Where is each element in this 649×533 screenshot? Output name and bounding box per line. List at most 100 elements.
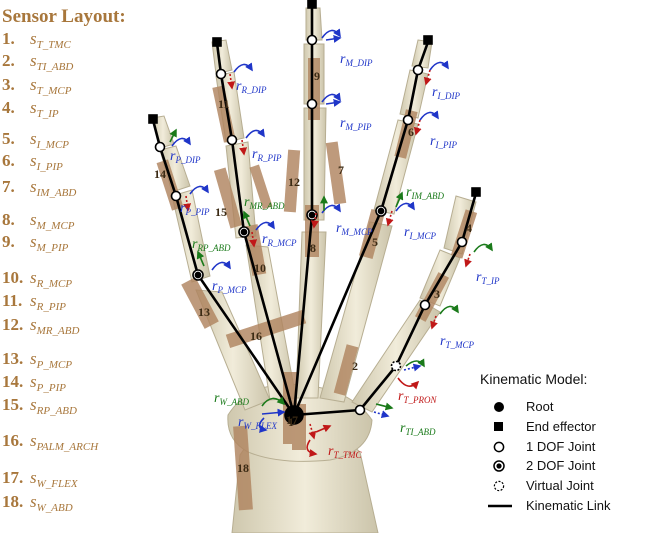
sensor-number-2: 2 [352,359,358,373]
sensor-layout-item: 6. sI_PIP [2,151,63,173]
sensor-layout-number: 16. [2,431,23,450]
legend-2dof-symbol [494,461,504,471]
sensor-layout-number: 8. [2,210,15,229]
sensor-layout-symbol: sTI_ABD [30,51,73,73]
sensor-layout-item: 14.sP_PIP [2,372,66,394]
axis-glyph-i-pip [416,112,438,134]
legend-1dof-symbol [494,442,503,451]
sensor-layout-symbol: sI_MCP [30,129,69,151]
sensor-layout-number: 13. [2,349,23,368]
joint-p-mcp [193,270,203,280]
sensor-layout-symbol: sR_PIP [30,291,66,313]
legend-root-symbol [494,402,504,412]
sensor-layout-symbol: sI_PIP [30,151,63,173]
legend-item-label: Virtual Joint [526,478,594,493]
sensor-layout-number: 18. [2,492,23,511]
joint-label-m-dip: rM_DIP [340,52,373,68]
middle-proximal [304,108,326,220]
joint-m-dip [308,36,317,45]
end-effector-thumb [472,188,480,196]
end-effector-middle [308,0,316,8]
sensor-layout-item: 1. sT_TMC [2,29,72,51]
sensor-number-11: 11 [218,97,229,111]
sensor-layout-number: 6. [2,151,15,170]
sensor-layout-number: 11. [2,291,22,310]
sensor-layout-number: 9. [2,232,15,251]
sensor-layout-item: 13.sP_MCP [2,349,72,371]
sensor-number-16: 16 [250,329,262,343]
sensor-layout-number: 14. [2,372,23,391]
sensor-number-12: 12 [288,175,300,189]
joint-p-pip [172,192,181,201]
joint-label-m-pip: rM_PIP [340,116,372,132]
sensor-layout-symbol: sPALM_ARCH [30,431,99,453]
sensor-layout-item: 7.sIM_ABD [2,177,76,199]
sensor-layout-number: 2. [2,51,15,70]
sensor-layout-item: 11. sR_PIP [2,291,66,313]
sensor-layout-item: 3.sT_MCP [2,75,72,97]
sensor-number-4: 4 [466,221,472,235]
axis-glyph-i-dip [426,62,448,84]
sensor-layout-symbol: sR_MCP [30,268,72,290]
joint-label-p-dip: rP_DIP [170,149,201,165]
sensor-number-13: 13 [198,305,210,319]
legend-item-label: End effector [526,419,597,434]
sensor-layout-item: 12.sMR_ABD [2,315,79,337]
sensor-layout-item: 4.sT_IP [2,98,59,120]
joint-label-m-mcp: rM_MCP [336,221,373,237]
legend-virtual-symbol [494,481,503,490]
legend-item-label: 2 DOF Joint [526,458,596,473]
end-effector-index [424,36,432,44]
sensor-strip-9 [308,58,320,120]
legend-title: Kinematic Model: [480,371,587,387]
joint-label-i-pip: rI_PIP [430,134,457,150]
sensor-layout-number: 3. [2,75,15,94]
joint-label-ti-abd: rTI_ABD [400,421,436,437]
sensor-layout-panel: Sensor Layout: 1. sT_TMC 2. sTI_ABD3.sT_MCP… [2,6,126,514]
sensor-layout-item: 8. sM_MCP [2,210,75,232]
sensor-layout-symbol: sM_MCP [30,210,75,232]
axis-glyph-m-pip [322,94,340,104]
sensor-layout-item: 10. sR_MCP [2,268,72,290]
sensor-layout-item: 2. sTI_ABD [2,51,73,73]
sensor-layout-number: 1. [2,29,15,48]
joint-label-r-mcp: rR_MCP [262,232,297,248]
sensor-layout-number: 10. [2,268,23,287]
sensor-number-10: 10 [254,261,266,275]
end-effector-ring [213,38,221,46]
axis-glyph-p-dip [170,130,190,146]
sensor-layout-number: 17. [2,468,23,487]
sensor-layout-item: 5.sI_MCP [2,129,69,151]
sensor-number-15: 15 [215,205,227,219]
sensor-number-9: 9 [314,69,320,83]
sensor-layout-symbol: sT_IP [30,98,59,120]
joint-label-t-ip: rT_IP [476,270,500,286]
sensor-number-5: 5 [372,235,378,249]
joint-m-pip [308,100,317,109]
end-effector-little [149,115,157,123]
sensor-layout-title: Sensor Layout: [2,6,126,27]
legend-item-label: Kinematic Link [526,498,611,513]
sensor-layout-symbol: sIM_ABD [30,177,76,199]
joint-r-dip [217,70,226,79]
joint-label-im-abd: rIM_ABD [406,185,444,201]
joint-label-p-mcp: rP_MCP [212,279,247,295]
sensor-layout-item: 18. sW_ABD [2,492,73,514]
sensor-layout-item: 15.sRP_ABD [2,395,77,417]
sensor-number-8: 8 [310,241,316,255]
joint-t-ip [458,238,467,247]
joint-r-mcp [239,227,249,237]
sensor-layout-symbol: sT_TMC [30,29,72,51]
sensor-number-18: 18 [237,461,249,475]
joint-i-pip [404,116,413,125]
sensor-layout-symbol: sW_ABD [30,492,73,514]
sensor-layout-number: 15. [2,395,23,414]
sensor-layout-item: 16. sPALM_ARCH [2,431,99,453]
joint-label-r-dip: rR_DIP [236,79,267,95]
sensor-number-6: 6 [408,125,414,139]
joint-i-mcp [376,206,386,216]
joint-label-t-mcp: rT_MCP [440,334,474,350]
joint-label-i-dip: rI_DIP [432,85,460,101]
